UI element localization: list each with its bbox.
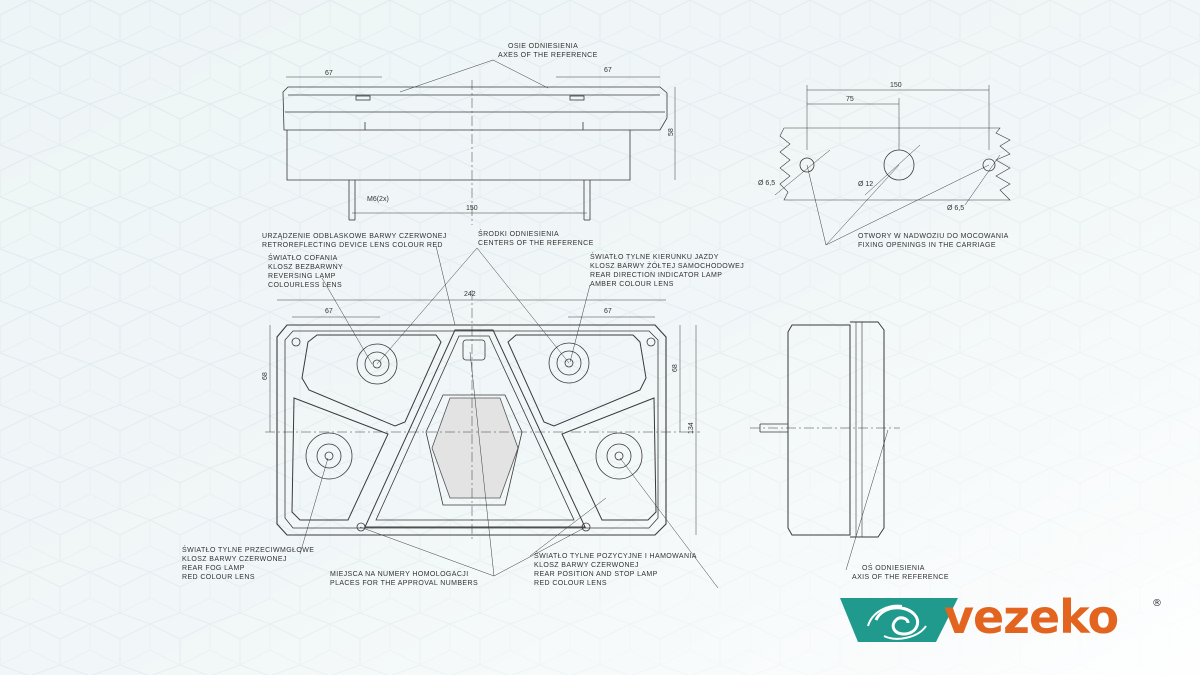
dim-bolt: M6(2x) bbox=[367, 196, 389, 203]
fixing-line: OTWORY W NADWOZIU DO MOCOWANIA bbox=[858, 233, 1009, 240]
dim-holes-75: 75 bbox=[846, 96, 854, 103]
front-view bbox=[265, 245, 719, 589]
centers-label-en: CENTERS OF THE REFERENCE bbox=[478, 240, 594, 247]
position-line: KLOSZ BARWY CZERWONEJ bbox=[534, 562, 639, 569]
dim-front-right: 67 bbox=[604, 308, 612, 315]
dim-top-left: 67 bbox=[325, 70, 333, 77]
approval-line: MIEJSCA NA NUMERY HOMOLOGACJI bbox=[330, 571, 469, 578]
dim-hole-right: Ø 6,5 bbox=[947, 205, 965, 212]
position-line: ŚWIATŁO TYLNE POZYCYJNE I HAMOWANIA bbox=[534, 553, 697, 560]
dim-top-150: 150 bbox=[466, 205, 478, 212]
approval-line: PLACES FOR THE APPROVAL NUMBERS bbox=[330, 580, 479, 587]
dim-top-height: 58 bbox=[668, 128, 675, 136]
fog-line: KLOSZ BARWY CZERWONEJ bbox=[182, 556, 287, 563]
dim-front-width: 242 bbox=[464, 291, 476, 298]
axis-line: AXIS OF THE REFERENCE bbox=[852, 574, 949, 581]
dim-front-height: 134 bbox=[688, 422, 695, 434]
fog-line: REAR FOG LAMP bbox=[182, 565, 245, 572]
dim-front-left: 67 bbox=[325, 308, 333, 315]
brand-name: vezeko bbox=[944, 590, 1119, 644]
top-view bbox=[282, 59, 676, 225]
retro-label-pl: URZĄDZENIE ODBLASKOWE BARWY CZERWONEJ bbox=[262, 233, 447, 240]
fog-line: ŚWIATŁO TYLNE PRZECIWMGŁOWE bbox=[182, 547, 315, 554]
direction-line: AMBER COLOUR LENS bbox=[590, 281, 674, 288]
dim-hole-left: Ø 6,5 bbox=[758, 180, 776, 187]
side-view bbox=[750, 321, 900, 571]
position-line: RED COLOUR LENS bbox=[534, 580, 607, 587]
fog-line: RED COLOUR LENS bbox=[182, 574, 255, 581]
registered-mark: ® bbox=[1152, 598, 1162, 609]
vezeko-logo-mark bbox=[840, 598, 958, 642]
position-line: REAR POSITION AND STOP LAMP bbox=[534, 571, 658, 578]
reversing-line: REVERSING LAMP bbox=[268, 273, 336, 280]
dim-top-right: 67 bbox=[604, 67, 612, 74]
dim-front-right-h: 68 bbox=[672, 364, 679, 372]
centers-label-pl: ŚRODKI ODNIESIENIA bbox=[478, 231, 560, 238]
axis-line: OŚ ODNIESIENIA bbox=[862, 565, 925, 572]
retro-label-en: RETROREFLECTING DEVICE LENS COLOUR RED bbox=[262, 242, 443, 249]
reversing-line: ŚWIATŁO COFANIA bbox=[268, 255, 338, 262]
axes-label-en: AXES OF THE REFERENCE bbox=[498, 52, 598, 59]
axes-label-pl: OSIE ODNIESIENIA bbox=[508, 43, 579, 50]
reversing-line: COLOURLESS LENS bbox=[268, 282, 343, 289]
dim-front-left-h: 68 bbox=[262, 372, 269, 380]
fixing-line: FIXING OPENINGS IN THE CARRIAGE bbox=[858, 242, 996, 249]
direction-line: ŚWIATŁO TYLNE KIERUNKU JAZDY bbox=[590, 254, 719, 261]
direction-line: KLOSZ BARWY ŻÓŁTEJ SAMOCHODOWEJ bbox=[590, 263, 745, 270]
reversing-line: KLOSZ BEZBARWNY bbox=[268, 264, 344, 271]
dim-hole-mid: Ø 12 bbox=[858, 181, 874, 188]
dim-holes-150: 150 bbox=[890, 82, 902, 89]
direction-line: REAR DIRECTION INDICATOR LAMP bbox=[590, 272, 723, 279]
fixing-holes-view bbox=[774, 85, 1011, 246]
